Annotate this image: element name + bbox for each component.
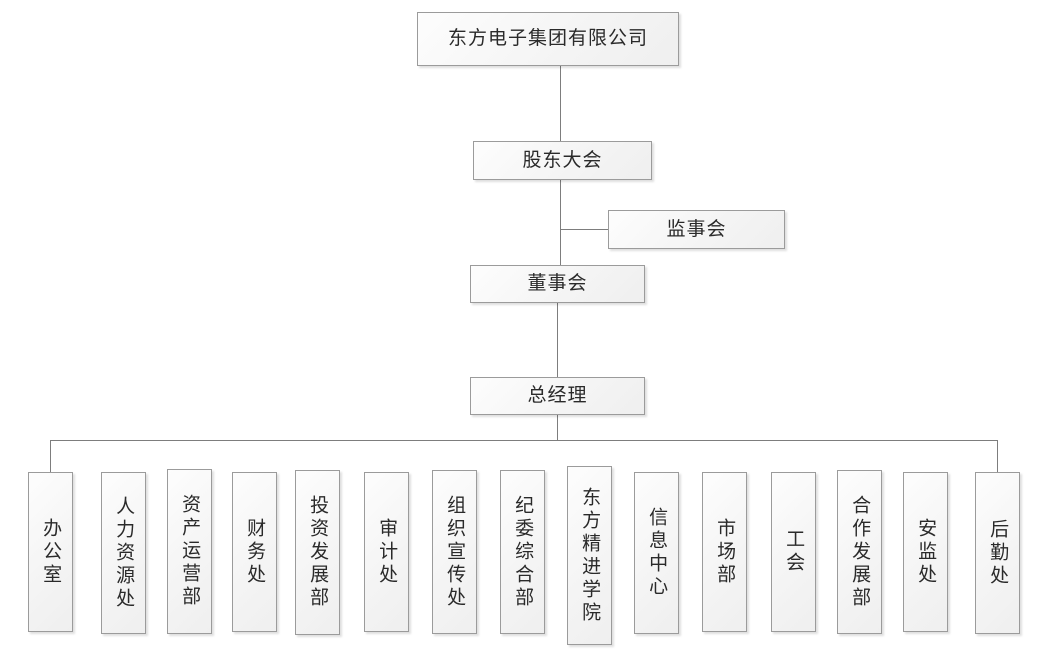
department-node-7[interactable]: 纪委综合部 [500, 470, 545, 634]
department-node-6[interactable]: 组织宣传处 [432, 470, 477, 634]
department-label-14: 后勤处 [987, 518, 1010, 588]
connector-bus-to-last-department [997, 440, 998, 472]
department-label-9: 信息中心 [646, 507, 669, 599]
department-node-2[interactable]: 资产运营部 [167, 469, 212, 634]
node-company-label: 东方电子集团有限公司 [447, 27, 648, 50]
department-node-5[interactable]: 审计处 [364, 472, 409, 632]
node-board-of-directors[interactable]: 董事会 [470, 265, 645, 303]
node-general-manager[interactable]: 总经理 [470, 377, 645, 415]
connector-shareholders-to-board [560, 180, 561, 265]
connector-department-bus [50, 440, 998, 441]
node-board-of-directors-label: 董事会 [527, 272, 588, 295]
department-label-2: 资产运营部 [179, 494, 202, 609]
connector-company-to-shareholders [560, 66, 561, 141]
department-node-13[interactable]: 安监处 [903, 472, 948, 632]
department-node-12[interactable]: 合作发展部 [837, 470, 882, 634]
department-node-3[interactable]: 财务处 [232, 472, 277, 632]
department-label-0: 办公室 [40, 517, 63, 587]
department-label-10: 市场部 [714, 517, 737, 587]
department-label-3: 财务处 [244, 517, 267, 587]
department-node-9[interactable]: 信息中心 [634, 472, 679, 634]
node-board-of-supervisors-label: 监事会 [666, 217, 727, 240]
connector-branch-to-supervisors [560, 229, 609, 230]
department-label-13: 安监处 [915, 517, 938, 587]
department-node-14[interactable]: 后勤处 [975, 472, 1020, 634]
department-label-6: 组织宣传处 [444, 494, 467, 610]
department-label-5: 审计处 [376, 517, 399, 587]
node-general-manager-label: 总经理 [527, 384, 588, 407]
department-node-8[interactable]: 东方精进学院 [567, 466, 612, 645]
department-label-7: 纪委综合部 [512, 494, 535, 610]
node-board-of-supervisors[interactable]: 监事会 [608, 210, 785, 249]
node-shareholders-meeting[interactable]: 股东大会 [473, 141, 652, 180]
department-node-4[interactable]: 投资发展部 [295, 470, 340, 635]
department-label-12: 合作发展部 [849, 494, 872, 610]
department-label-1: 人力资源处 [113, 495, 136, 611]
department-label-4: 投资发展部 [307, 495, 330, 610]
department-node-0[interactable]: 办公室 [28, 472, 73, 632]
connector-gm-to-bus [557, 414, 558, 440]
department-label-11: 工会 [783, 529, 806, 575]
connector-board-to-gm [557, 302, 558, 377]
department-node-11[interactable]: 工会 [771, 472, 816, 632]
connector-bus-to-first-department [50, 440, 51, 472]
department-node-1[interactable]: 人力资源处 [101, 472, 146, 634]
node-company[interactable]: 东方电子集团有限公司 [417, 12, 679, 66]
node-shareholders-meeting-label: 股东大会 [522, 148, 603, 171]
department-node-10[interactable]: 市场部 [702, 472, 747, 632]
department-label-8: 东方精进学院 [579, 486, 602, 625]
